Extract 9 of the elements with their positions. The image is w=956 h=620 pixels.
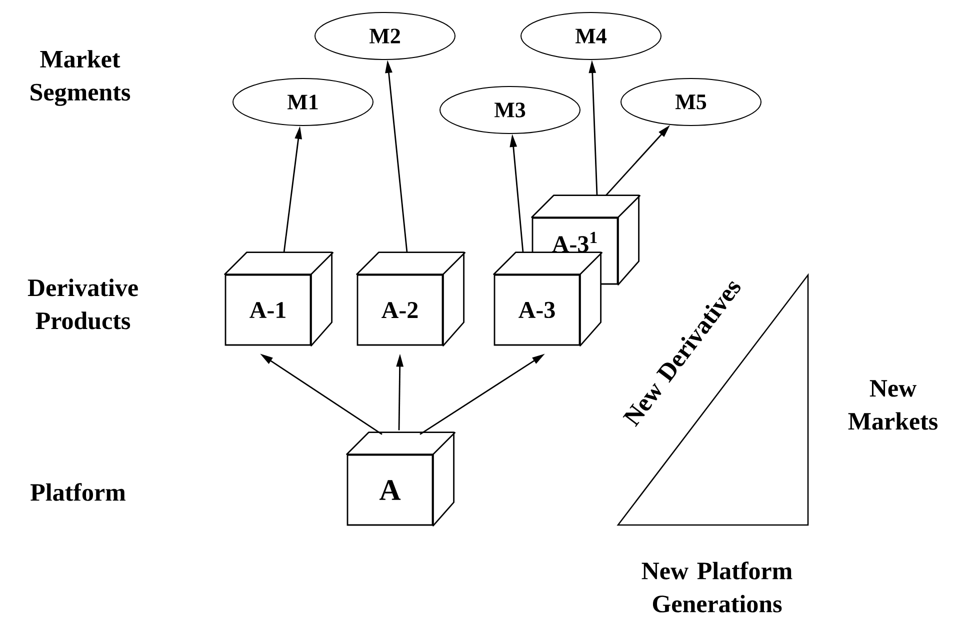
axis-label: Derivative Products: [28, 278, 138, 330]
axis-label: New Platform Generations: [642, 562, 792, 612]
product-cube: A-3: [493, 252, 603, 346]
axis-label: New Markets: [848, 380, 938, 430]
product-cube: A-2: [356, 252, 466, 346]
product-cube: A-1: [224, 252, 334, 346]
product-cube: A: [346, 432, 456, 526]
axis-label: Market Segments: [30, 50, 130, 106]
axis-label: Platform: [30, 483, 126, 501]
